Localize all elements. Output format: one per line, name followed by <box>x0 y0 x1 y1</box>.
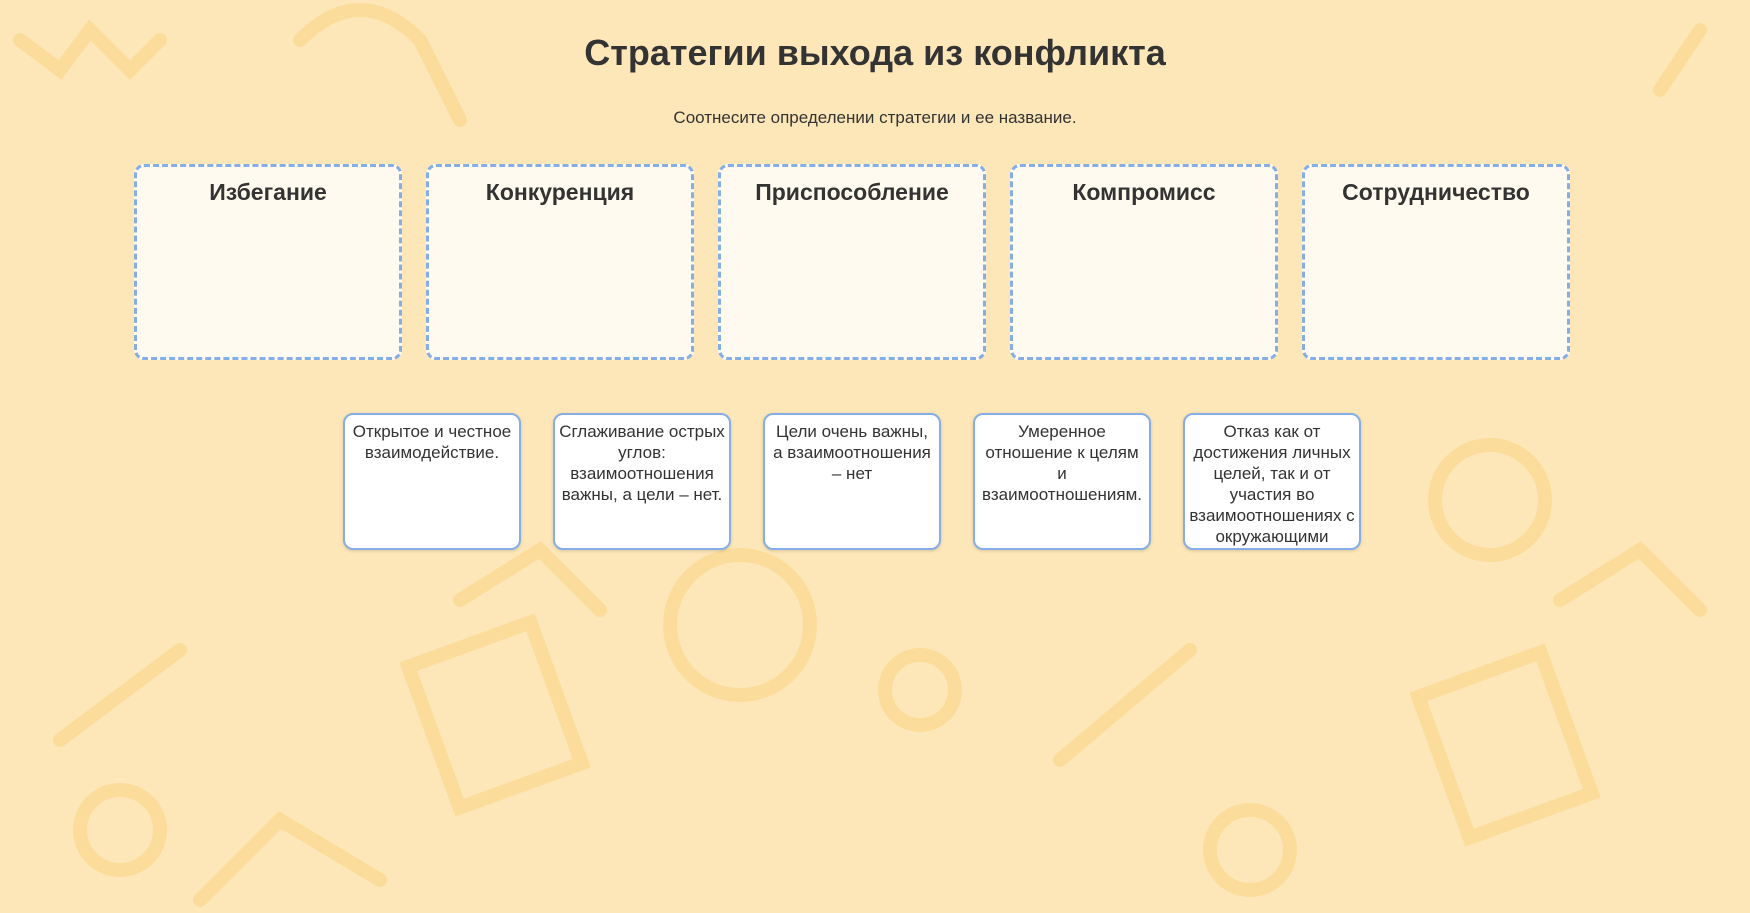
draggable-card[interactable]: Сглаживание острых углов: взаимоотношени… <box>553 413 731 550</box>
draggable-card[interactable]: Цели очень важны, а взаимоотношения – не… <box>763 413 941 550</box>
page-title: Стратегии выхода из конфликта <box>584 32 1166 73</box>
drop-zone-compromise[interactable]: Компромисс <box>1010 164 1278 360</box>
drop-zone-label: Компромисс <box>1072 179 1216 205</box>
draggable-cards: Открытое и честное взаимодействие. Сглаж… <box>343 413 1361 550</box>
draggable-card[interactable]: Умеренное отношение к целям и взаимоотно… <box>973 413 1151 550</box>
instruction-text: Соотнесите определении стратегии и ее на… <box>673 108 1077 127</box>
drop-zone-label: Избегание <box>209 179 327 205</box>
drop-zone-competition[interactable]: Конкуренция <box>426 164 694 360</box>
drop-zone-label: Приспособление <box>755 179 949 205</box>
drop-zone-label: Конкуренция <box>485 179 635 205</box>
drop-zone-accommodation[interactable]: Приспособление <box>718 164 986 360</box>
drop-zone-label: Сотрудничество <box>1342 179 1530 205</box>
drop-zone-avoidance[interactable]: Избегание <box>134 164 402 360</box>
draggable-card[interactable]: Открытое и честное взаимодействие. <box>343 413 521 550</box>
drop-zone-collaboration[interactable]: Сотрудничество <box>1302 164 1570 360</box>
draggable-card[interactable]: Отказ как от достижения личных целей, та… <box>1183 413 1361 550</box>
drop-zones: Избегание Конкуренция Приспособление Ком… <box>134 164 1570 360</box>
